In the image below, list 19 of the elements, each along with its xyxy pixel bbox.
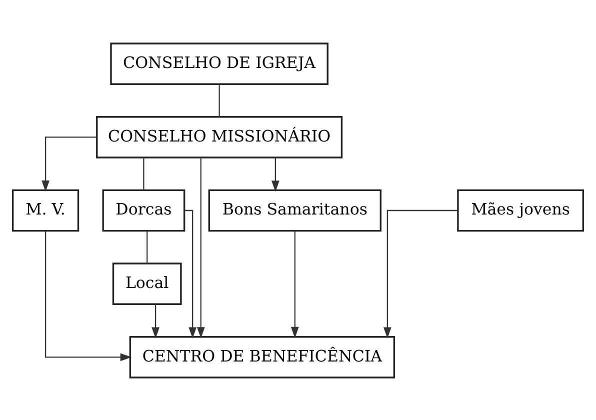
node-box: CONSELHO DE IGREJA [110,42,328,84]
node-box: Bons Samaritanos [208,188,382,232]
node-box: M. V. [12,188,80,232]
arrow [196,157,205,338]
node-box: Local [112,262,182,304]
connector [146,230,148,264]
arrow [290,230,299,338]
node-box: Mães jovens [457,188,584,232]
connector [218,84,220,116]
arrow [42,136,97,192]
connector [143,157,144,190]
arrow [152,304,160,338]
node-box: CONSELHO MISSIONÁRIO [96,116,343,158]
arrow [184,209,197,338]
node-box: CENTRO DE BENEFICÊNCIA [129,336,396,378]
arrow [383,209,458,338]
arrow [271,157,280,192]
node-box: Dorcas [102,188,186,232]
arrow [44,230,132,361]
